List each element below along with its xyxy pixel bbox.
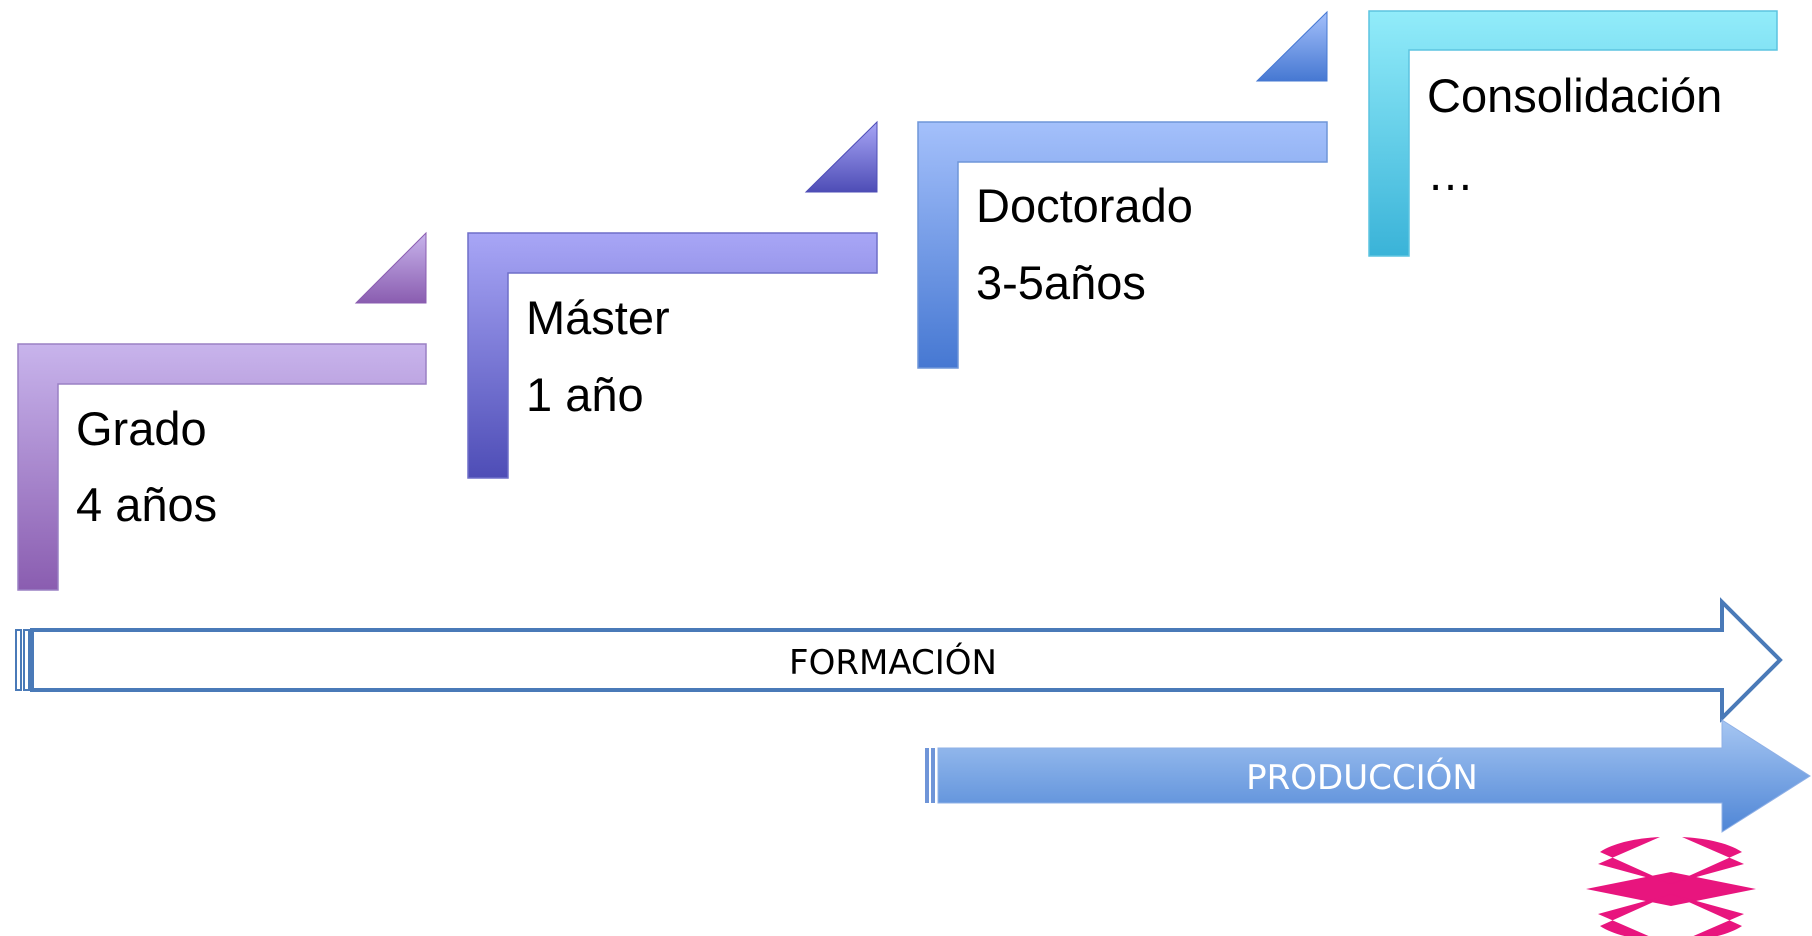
step-grado-bracket <box>17 343 427 591</box>
step-consolidacion: Consolidación … <box>1368 10 1778 257</box>
formacion-arrow-label: FORMACIÓN <box>789 642 997 683</box>
formacion-arrow-tail-bar <box>15 629 22 691</box>
formacion-arrow-tail-bar <box>23 629 30 691</box>
step-consolidacion-bracket <box>1368 10 1778 257</box>
step-master-title: Máster <box>526 291 670 344</box>
step-doctorado-marker <box>1255 10 1328 82</box>
formacion-arrow: FORMACIÓN <box>15 597 1783 723</box>
step-doctorado: Doctorado 3-5años <box>917 10 1328 369</box>
step-grado-duration: 4 años <box>76 478 217 531</box>
step-master: Máster 1 año <box>467 120 878 479</box>
produccion-arrow: PRODUCCIÓN <box>925 719 1811 833</box>
step-grado: Grado 4 años <box>17 231 427 591</box>
step-master-marker <box>804 120 878 193</box>
step-grado-title: Grado <box>76 402 207 455</box>
step-consolidacion-detail: … <box>1427 147 1474 200</box>
produccion-arrow-tail-bar <box>925 748 929 803</box>
step-doctorado-bracket <box>917 121 1328 369</box>
produccion-arrow-tail-bar <box>931 748 935 803</box>
produccion-arrow-body <box>937 719 1811 833</box>
step-consolidacion-title: Consolidación <box>1427 69 1722 122</box>
step-doctorado-title: Doctorado <box>976 179 1193 232</box>
step-grado-marker <box>354 231 427 304</box>
step-doctorado-duration: 3-5años <box>976 256 1146 309</box>
formacion-arrow-body <box>30 597 1783 723</box>
produccion-arrow-label: PRODUCCIÓN <box>1246 757 1478 798</box>
step-master-bracket <box>467 232 878 479</box>
university-logo-icon <box>1585 836 1757 936</box>
step-master-duration: 1 año <box>526 368 644 421</box>
